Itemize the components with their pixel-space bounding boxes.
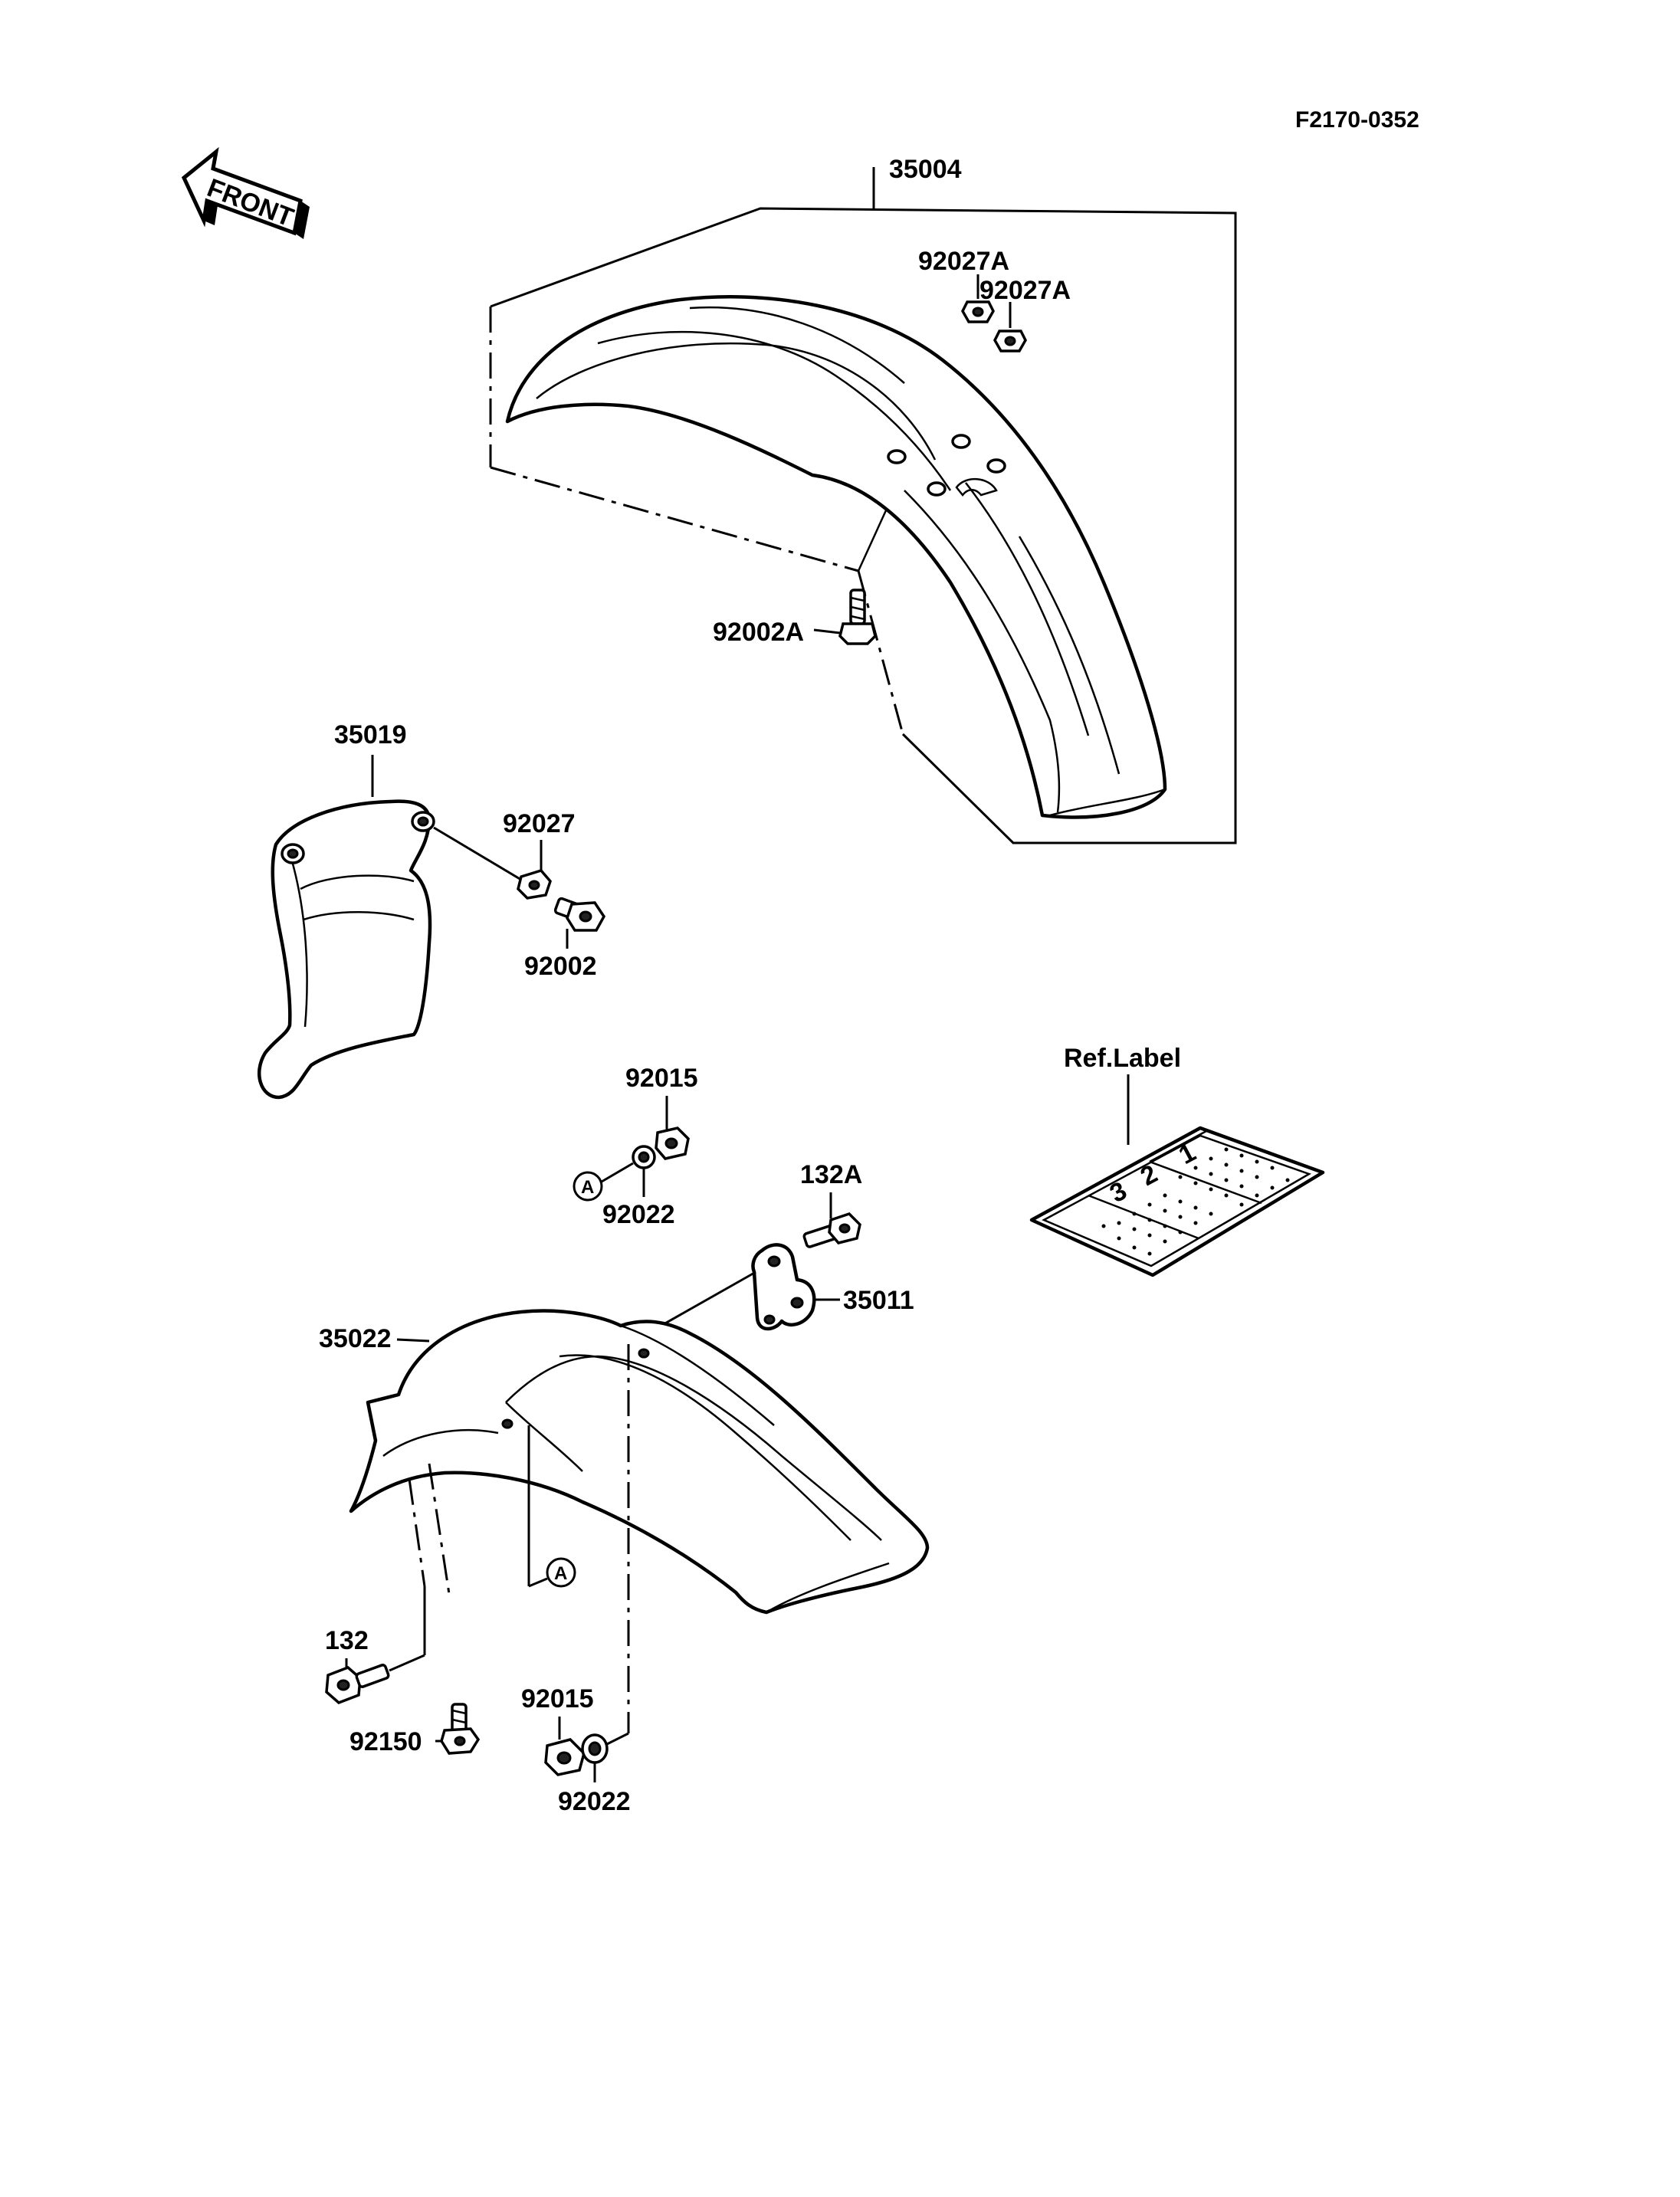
part-92015-bottom-nut (544, 1738, 586, 1776)
part-92022-top-label: 92022 (602, 1200, 675, 1229)
part-92150-bolt (435, 1703, 481, 1755)
part-35019-cover (258, 799, 435, 1100)
part-35019-label: 35019 (334, 720, 407, 749)
part-35011-label: 35011 (843, 1286, 914, 1315)
part-132-bolt (325, 1586, 426, 1705)
part-92150-label: 92150 (349, 1727, 422, 1756)
part-92027A-label-1: 92027A (918, 247, 1009, 276)
front-fender-group (489, 167, 1237, 844)
diagram-code: F2170-0352 (1295, 107, 1419, 133)
part-92027-label: 92027 (503, 809, 576, 838)
part-92022-top-washer (632, 1145, 656, 1197)
part-35004-label: 35004 (889, 155, 962, 184)
part-92002-label: 92002 (524, 952, 597, 981)
part-35022-label: 35022 (319, 1324, 392, 1353)
part-92022-bottom-washer (581, 1732, 629, 1782)
part-35011-bracket (751, 1243, 840, 1331)
part-92015-top-label: 92015 (625, 1064, 698, 1093)
part-92015-top-nut (655, 1126, 690, 1160)
part-92027A-nut-1 (961, 274, 995, 323)
ref-label-label: Ref.Label (1064, 1044, 1181, 1073)
callout-a-marker-bottom: A (528, 1557, 576, 1588)
callout-a-marker-top: A (573, 1162, 634, 1202)
part-92002A-bolt (813, 589, 877, 645)
ref-label-sticker: 3 2 1 (1029, 1126, 1325, 1277)
part-132A-label: 132A (800, 1160, 862, 1189)
part-92027A-label-2: 92027A (979, 276, 1071, 305)
part-92002A-label: 92002A (713, 618, 804, 647)
part-92002-bolt (553, 897, 606, 949)
part-92022-bottom-label: 92022 (558, 1787, 631, 1816)
part-35022-rear-fender (349, 1309, 930, 1615)
part-92027A-nut-2 (993, 302, 1027, 353)
part-92027-nut (517, 840, 552, 900)
part-92015-bottom-label: 92015 (521, 1684, 594, 1713)
part-132A-bolt (802, 1212, 861, 1248)
front-fender (505, 294, 1167, 819)
callout-a-text-top: A (581, 1177, 594, 1198)
part-132-label: 132 (325, 1626, 369, 1655)
callout-a-text-bottom: A (554, 1563, 567, 1584)
front-arrow-icon (181, 146, 310, 239)
